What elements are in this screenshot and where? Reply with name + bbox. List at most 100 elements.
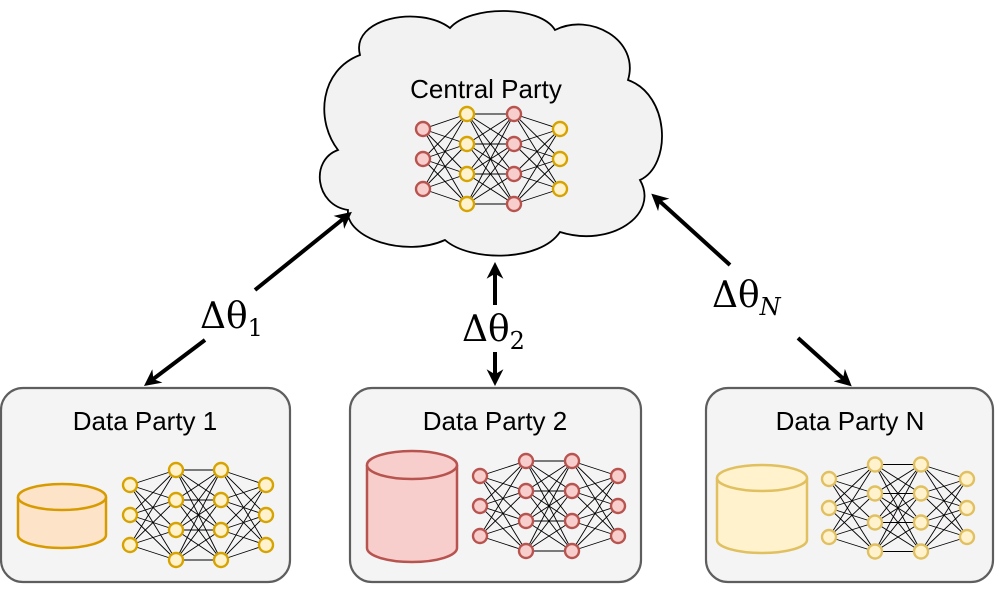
data-party-n-node: Data Party N [704,386,995,584]
network-edge [466,113,515,175]
network-node [212,521,230,539]
network-node [912,514,930,531]
delta-theta-n-label: ΔθN [712,275,782,321]
central-party-label: Central Party [410,74,562,104]
network-node [563,542,581,560]
network-node [458,165,476,183]
network-node [912,485,930,502]
network-edge [129,499,177,546]
network-node [257,506,275,524]
network-node [212,491,230,509]
network-edge [525,460,573,552]
network-node [958,528,976,546]
network-node [121,536,139,554]
network-edge [525,460,573,522]
cloud-shape [318,10,663,257]
network-node [912,543,930,560]
network-node [517,542,535,560]
data-party-1-node: Data Party 1 [0,386,292,584]
network-node [820,499,838,517]
network-edge [479,490,527,537]
network-node [121,506,139,524]
network-edge [220,514,267,561]
network-edge [479,460,527,507]
network-edge [220,484,267,561]
network-edge [175,499,222,561]
arrow-up-party-n [651,193,732,267]
database-icon [365,449,459,564]
database-icon [16,482,108,550]
network-edge [525,520,573,552]
delta-theta-1-symbol: Δθ [200,296,248,337]
delta-theta-1-subscript: 1 [248,314,263,342]
arrow-down-party-1 [143,338,207,387]
network-edge [920,507,968,552]
network-node [912,456,930,473]
network-edge [466,143,515,205]
network-edge [571,475,619,522]
data-party-2-node: Data Party 2 [348,386,643,584]
network-node [505,165,523,183]
network-node [563,512,581,530]
network-node [820,470,838,488]
network-edge [175,469,222,561]
network-node [866,456,884,473]
network-edge [571,475,619,552]
network-edge [525,460,573,492]
central-neural-network-icon [414,105,569,213]
update-arrows [143,193,852,387]
network-node [167,521,185,539]
data-party-2-label: Data Party 2 [423,406,568,436]
network-node [551,180,569,198]
network-node [212,461,230,479]
delta-theta-n-subscript: N [759,293,782,321]
network-node [517,452,535,470]
network-node [414,120,432,138]
network-edge [129,469,177,546]
network-edge [466,113,515,145]
network-node [820,528,838,546]
network-edge [422,143,468,190]
network-edges [129,469,267,561]
network-node [866,543,884,560]
network-node [458,105,476,123]
data-party-n-label: Data Party N [776,406,925,436]
network-edge [513,158,561,205]
network-edge [874,464,922,494]
network-node [609,497,627,515]
network-edge [513,128,561,205]
network-node [257,476,275,494]
network-node [121,476,139,494]
network-node [458,135,476,153]
data-party-2-neural-network-icon [471,452,627,560]
network-edge [466,113,515,205]
network-edge [513,128,561,175]
network-node [212,551,230,569]
network-node [505,195,523,213]
network-edge [920,478,968,523]
central-party-node: Central Party [318,10,663,257]
network-node [517,512,535,530]
network-edge [874,464,922,523]
network-node [517,482,535,500]
network-node [471,467,489,485]
data-party-1-neural-network-icon [121,461,275,569]
network-edge [571,505,619,552]
arrow-down-party-n [796,336,852,387]
network-node [471,527,489,545]
network-edge [129,469,177,516]
network-node [866,485,884,502]
network-node [505,105,523,123]
network-edge [525,490,573,552]
database-icon [715,463,809,555]
network-edge [920,478,968,552]
network-node [609,467,627,485]
network-edge [175,529,222,561]
data-party-n-neural-network-icon [820,456,976,560]
network-node [563,482,581,500]
network-node [866,514,884,531]
network-node [414,150,432,168]
network-node [551,150,569,168]
network-edge [466,173,515,205]
